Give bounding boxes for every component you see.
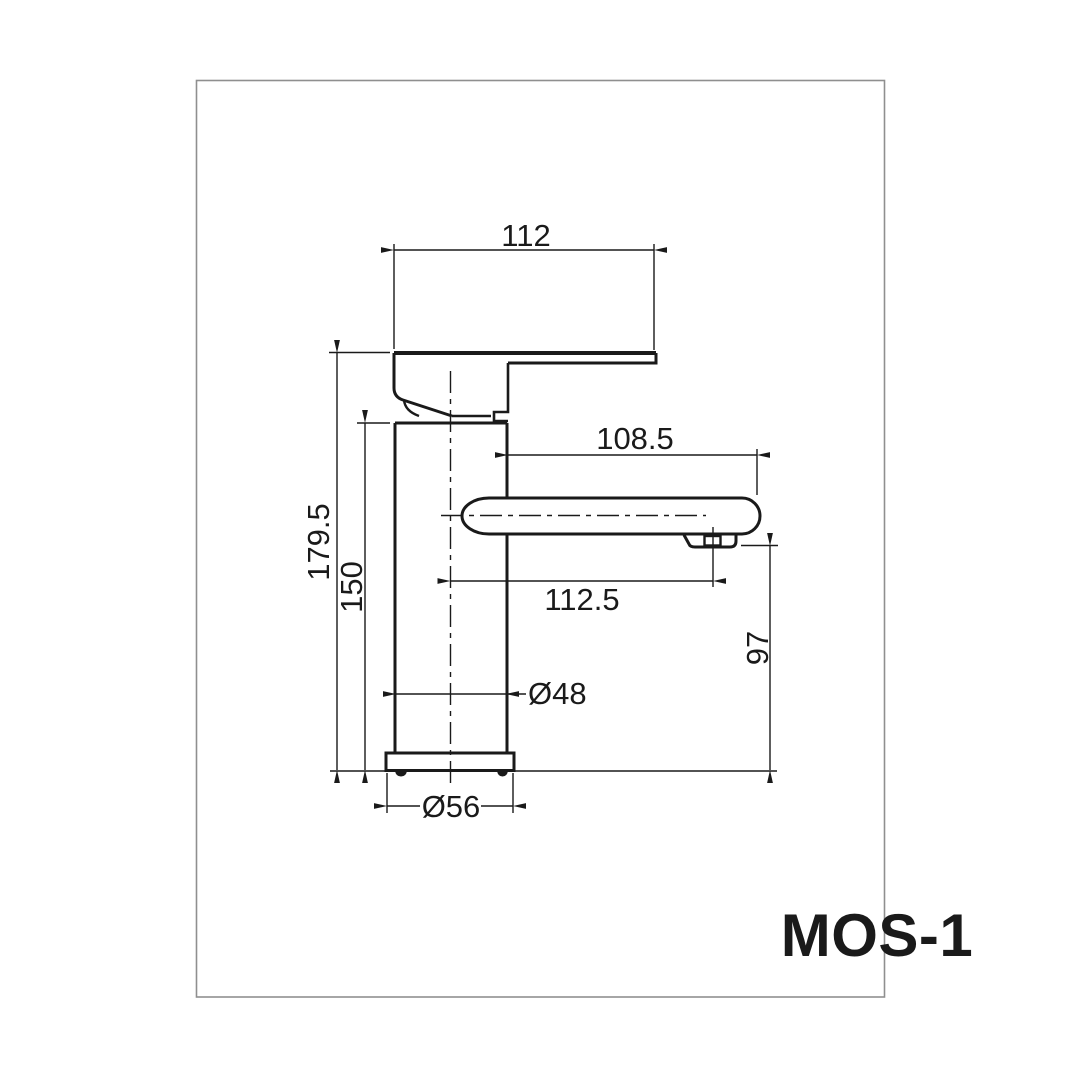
dim-spout-center-reach-label: 112.5 [544,582,619,617]
faucet-outline [384,351,762,777]
base-gasket-foot-right [497,771,508,777]
model-name-label: MOS-1 [781,902,974,969]
dimension-labels: 112 179.5 150 108.5 112.5 97 Ø48 Ø56 [301,218,775,824]
dim-body-diameter-label: Ø48 [528,676,587,711]
base-gasket-foot-left [395,771,407,777]
dim-overall-height-label: 179.5 [301,503,336,581]
spout-body [460,496,762,536]
dimension-lines [329,244,778,813]
dim-body-height-label: 150 [334,561,369,613]
dim-handle-length-label: 112 [501,218,550,253]
dim-outlet-height-label: 97 [740,631,775,665]
dim-base-diameter-label: Ø56 [422,789,481,824]
drawing-border-frame [195,79,886,998]
handle-lever-right-edge [508,353,658,365]
handle-neck-left-edge [392,353,453,418]
cartridge-flange-tab [492,363,510,423]
dim-spout-reach-label: 108.5 [596,421,674,456]
handle-neck-fillet-arc [402,399,420,418]
